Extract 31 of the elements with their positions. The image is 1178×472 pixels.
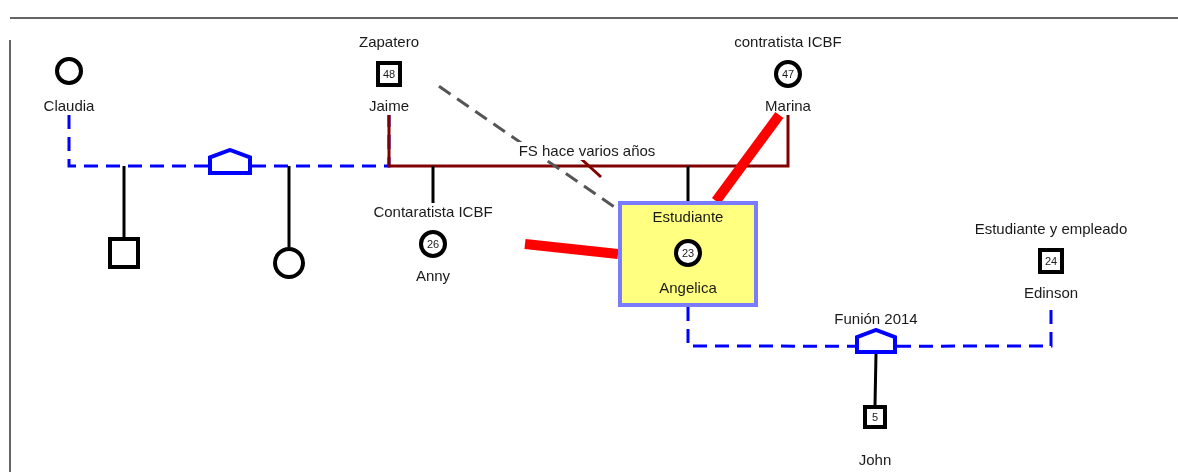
relation-line [287,166,291,247]
occupation-label: Contaratista ICBF [373,203,493,221]
relation-line [387,115,790,168]
occupation-label: Estudiante [652,208,724,226]
edge-label: FS hace varios años [516,142,658,160]
highlight-card [618,201,758,307]
age-label: 48 [382,68,396,80]
age-label: 24 [1044,255,1058,267]
occupation-label: Estudiante y empleado [974,220,1128,238]
dashed-relation-line [67,115,208,168]
name-label: Marina [765,97,811,115]
relation-line [431,166,435,203]
relation-line [686,166,690,201]
age-label: 23 [681,246,695,259]
occupation-label: contratista ICBF [734,33,842,51]
name-label: John [858,451,892,469]
occupation-label: Zapatero [358,33,419,51]
conflict-line [524,239,619,259]
union-label: Funión 2014 [834,310,918,328]
name-label: Anny [415,267,451,285]
name-label: Angelica [659,279,717,297]
name-label: Edinson [1023,284,1079,302]
age-label: 26 [426,238,440,250]
age-label: 5 [871,411,879,423]
dashed-relation-line [686,307,855,348]
relation-line [122,166,126,237]
relation-line [873,353,878,406]
conflict-line [711,112,784,204]
name-label: Jaime [369,97,409,115]
age-label: 47 [781,68,795,80]
name-label: Claudia [43,97,95,115]
